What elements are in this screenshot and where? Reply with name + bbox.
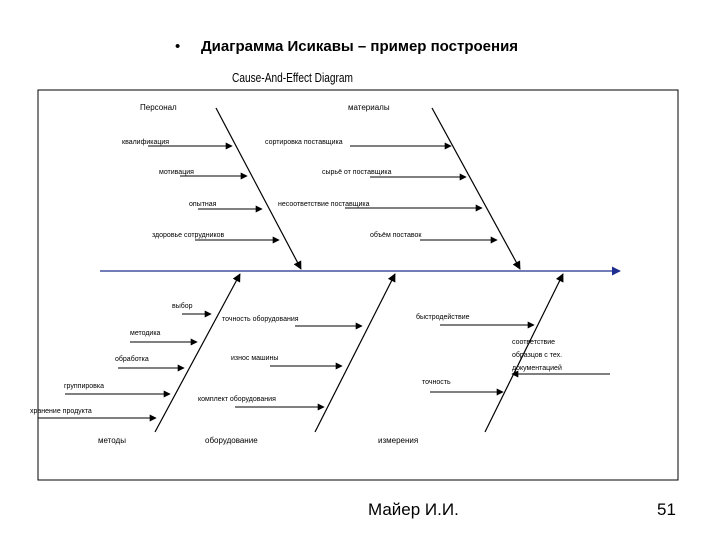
cause-label: группировка (64, 383, 104, 390)
bone-materials (431, 107, 521, 270)
cause-label: обработка (115, 355, 149, 363)
cause-label: образцов с тех. (512, 351, 562, 359)
category-label-equipment: оборудование (205, 436, 258, 445)
bullet: • (175, 38, 181, 55)
bone-personnel (215, 107, 302, 270)
cause-label: точность (422, 379, 451, 386)
slide-title: • Диаграмма Исикавы – пример построения (175, 38, 695, 55)
diagram-frame (37, 89, 679, 481)
cause-label: мотивация (159, 169, 194, 176)
category-label-measurements: измерения (378, 436, 418, 445)
cause-label: сортировка поставщика (265, 139, 343, 146)
cause-label: комплект оборудования (198, 395, 276, 403)
cause-label: быстродействие (416, 313, 470, 321)
bone-measurements (484, 273, 564, 433)
category-label-materials: материалы (348, 103, 390, 112)
cause-label: квалификация (122, 139, 169, 146)
cause-label: износ машины (231, 355, 278, 362)
cause-label: объём поставок (370, 231, 422, 239)
cause-label: хранение продукта (30, 408, 92, 415)
category-label-personnel: Персонал (140, 103, 177, 112)
diagram-title: Cause-And-Effect Diagram (232, 70, 353, 85)
bone-methods (154, 273, 241, 433)
cause-label: сырьё от поставщика (322, 169, 392, 176)
cause-label: документацией (512, 364, 562, 372)
page-number: 51 (657, 500, 676, 519)
cause-label: соответствие (512, 339, 555, 346)
cause-label: методика (130, 330, 161, 337)
cause-label: выбор (172, 302, 193, 310)
cause-label: точность оборудования (222, 315, 299, 323)
category-label-methods: методы (98, 436, 126, 445)
author-name: Майер И.И. (368, 500, 459, 519)
slide-title-text: Диаграмма Исикавы – пример построения (201, 38, 519, 55)
bone-equipment (314, 273, 396, 433)
cause-label: здоровье сотрудников (152, 232, 225, 239)
cause-label: несоответствие поставщика (278, 201, 370, 208)
cause-label: опытная (189, 201, 217, 208)
